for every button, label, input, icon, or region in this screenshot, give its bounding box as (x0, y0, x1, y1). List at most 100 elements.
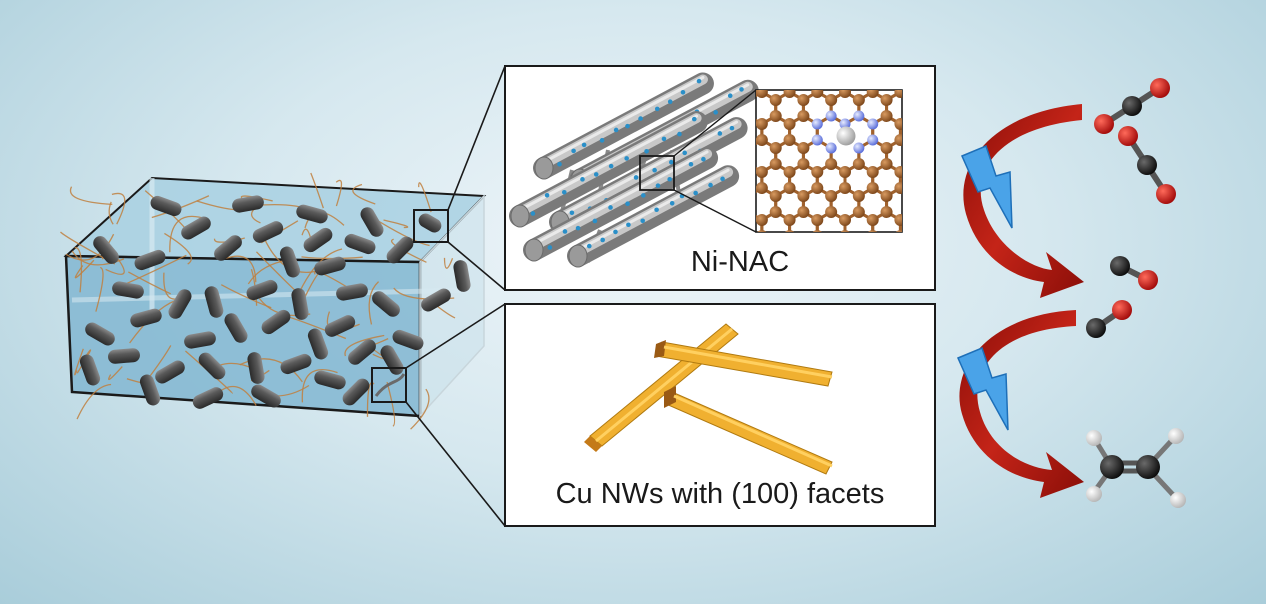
ni-nac-rod (453, 260, 471, 292)
co-molecule-icon (1110, 256, 1158, 290)
carbon-atom (852, 190, 865, 202)
zoom-box-top (413, 209, 449, 243)
carbon-atom (880, 142, 893, 154)
carbon-fiber (74, 348, 84, 376)
ni-nac-rod (344, 233, 376, 255)
ni-nac-rod (342, 378, 370, 406)
carbon-atom (783, 214, 796, 226)
reaction-scheme (957, 78, 1186, 508)
electrode-side-face (419, 194, 485, 418)
carbon-atom (825, 206, 838, 218)
carbon-nanofiber (567, 165, 740, 268)
carbon-atom (769, 158, 782, 170)
nickel-atom (836, 126, 856, 146)
carbon-atom (838, 182, 851, 194)
nitrogen-atom (867, 118, 879, 130)
carbon-atom (936, 238, 948, 250)
carbon-atom (811, 182, 824, 194)
carbon-atom (783, 134, 796, 146)
carbon-atom (797, 142, 810, 154)
ni-nac-rod (150, 195, 182, 217)
carbon-atom (756, 214, 768, 226)
cu-nw-label: Cu NWs with (100) facets (555, 478, 885, 510)
carbon-fiber (418, 182, 432, 213)
carbon-atom (770, 46, 782, 58)
ni-nac-rod (392, 329, 424, 351)
carbon-atom (785, 230, 795, 232)
ni-nac-rod (192, 387, 224, 409)
carbon-atom (936, 110, 948, 122)
ni-nac-rod (296, 204, 328, 224)
carbon-fiber (443, 257, 454, 269)
ni-nac-rod (214, 235, 242, 261)
carbon-fiber (76, 349, 92, 374)
carbon-atom (866, 214, 879, 226)
carbon-fiber (69, 186, 113, 206)
carbon-atom (784, 38, 796, 50)
carbon-atom (838, 90, 851, 98)
carbon-atom (797, 158, 810, 170)
ni-nac-rod (314, 256, 346, 276)
ni-nac-rod (93, 236, 119, 264)
ni-nac-panel (504, 38, 948, 291)
carbon-atom (908, 46, 920, 58)
carbon-fiber (108, 201, 114, 225)
nanofiber-bundle (509, 72, 759, 268)
carbon-atom (769, 206, 782, 218)
carbon-nanofiber (523, 146, 719, 262)
copper-nanowire (654, 340, 833, 387)
carbon-atom (895, 230, 902, 232)
nitrogen-atom (867, 134, 879, 146)
carbon-fiber (344, 334, 385, 357)
ni-nac-rod (134, 249, 166, 271)
carbon-atom (797, 206, 810, 218)
carbon-atom (936, 206, 948, 218)
ni-nac-rod (247, 352, 265, 384)
carbon-fiber (127, 271, 171, 295)
ni-n4-graphene-lattice (742, 38, 948, 250)
carbon-atom (742, 46, 754, 58)
carbon-fiber (301, 368, 338, 403)
carbon-atom (811, 214, 824, 226)
ni-nac-rod (291, 288, 309, 320)
carbon-atom (894, 90, 902, 98)
carbon-atom (838, 166, 851, 178)
carbon-atom (797, 46, 809, 58)
carbon-nanofiber (533, 72, 714, 180)
carbon-atom (825, 46, 837, 58)
ni-nac-rod (79, 354, 101, 386)
carbon-atom (866, 166, 879, 178)
carbon-atom (894, 118, 902, 130)
carbon-fiber (108, 366, 123, 381)
carbon-fiber (164, 232, 192, 265)
carbon-atom (852, 206, 865, 218)
ni-nac-rod (139, 374, 161, 406)
carbon-fiber (335, 179, 343, 207)
zoomed-wire (374, 373, 406, 397)
ni-nac-rod (130, 308, 162, 328)
ni-nac-rod (360, 207, 384, 237)
carbon-atom (757, 230, 767, 232)
carbon-atom (894, 182, 902, 194)
copper-nanowire (664, 386, 833, 475)
reduction-arrow-upper (963, 104, 1084, 298)
carbon-atom (756, 166, 768, 178)
lightning-icon (961, 144, 1013, 229)
nitrogen-atom (811, 118, 823, 130)
zoom-box-bottom (371, 367, 407, 403)
ni-nac-rod (251, 384, 281, 408)
ni-nac-rod (303, 227, 333, 253)
carbon-atom (783, 90, 796, 98)
carbon-atom (756, 182, 768, 194)
ni-nac-rod (336, 283, 368, 301)
ni-nac-rod (224, 313, 248, 343)
carbon-atom (756, 90, 768, 98)
ni-nac-rod (85, 322, 115, 346)
carbon-atom (797, 94, 810, 106)
carbon-atom (936, 94, 948, 106)
carbon-fiber (410, 388, 430, 430)
carbon-atom (838, 214, 851, 226)
carbon-fiber (111, 192, 126, 225)
carbon-atom (783, 166, 796, 178)
